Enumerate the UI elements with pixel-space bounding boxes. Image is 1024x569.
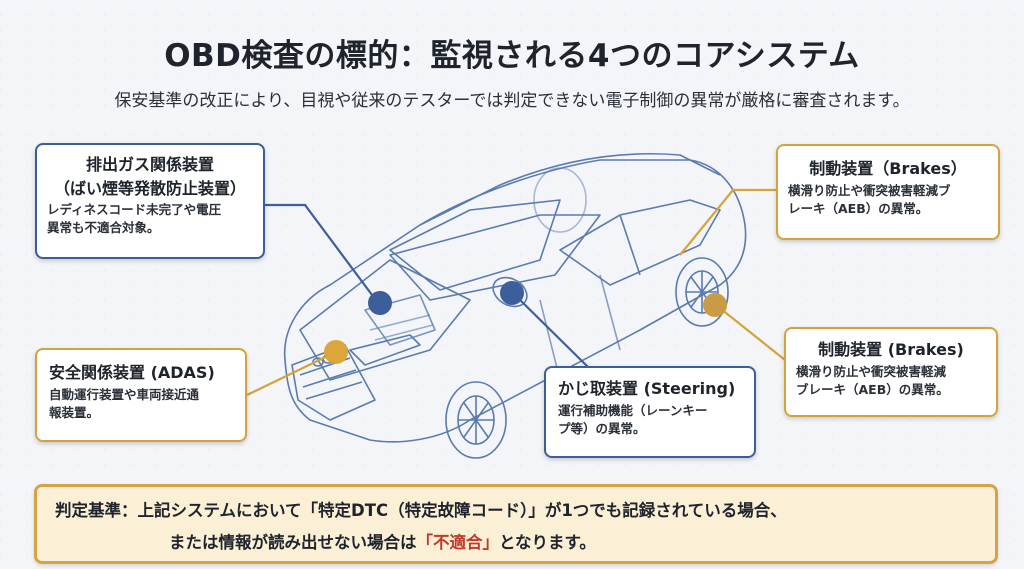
criteria-prefix: または情報が読み出せない場合は [169,533,417,552]
callout-emissions: 排出ガス関係装置 （ばい煙等発散防止装置） レディネスコード未完了や電圧 異常も… [35,143,265,259]
connector-adas [246,350,339,396]
callout-brakes-bottom: 制動装置 (Brakes) 横滑り防止や衝突被害軽減 ブレーキ（AEB）の異常。 [784,327,998,417]
criteria-line-1: 判定基準：上記システムにおいて「特定DTC（特定故障コード）」が1つでも記録され… [55,501,787,520]
page-subtitle: 保安基準の改正により、目視や従来のテスターでは判定できない電子制御の異常が厳格に… [114,91,910,111]
callout-adas: 安全関係装置 (ADAS) 自動運行装置や車両接近通 報装置。 [35,348,247,442]
callout-steering: かじ取装置 (Steering) 運行補助機能（レーンキー プ等）の異常。 [544,366,756,458]
connector-steering [515,295,590,369]
callout-title: 制動装置（Brakes） [809,159,967,178]
callout-desc: レディネスコード未完了や電圧 [47,202,222,217]
callout-brakes-top: 制動装置（Brakes） 横滑り防止や衝突被害軽減ブ レーキ（AEB）の異常。 [776,144,1000,240]
noncompliant-highlight: 「不適合」 [416,533,500,552]
callout-desc: ブレーキ（AEB）の異常。 [796,382,949,397]
callout-desc: 異常も不適合対象。 [47,220,160,235]
callout-title: かじ取装置 (Steering) [558,379,736,398]
callout-title: （ばい煙等発散防止装置） [53,179,246,198]
callout-desc: 自動運行装置や車両接近通 [49,387,200,402]
marker-emissions [368,291,392,315]
criteria-suffix: となります。 [499,533,596,552]
callout-title: 安全関係装置 (ADAS) [49,363,215,382]
marker-brakes [703,293,727,317]
callout-desc: レーキ（AEB）の異常。 [788,201,929,216]
page-title: OBD検査の標的：監視される4つのコアシステム [164,38,860,74]
judgment-criteria-box: 判定基準：上記システムにおいて「特定DTC（特定故障コード）」が1つでも記録され… [34,484,998,564]
callout-desc: プ等）の異常。 [558,421,646,436]
callout-title: 排出ガス関係装置 [85,155,214,174]
marker-adas [324,340,348,364]
callout-desc: 運行補助機能（レーンキー [558,403,708,418]
connector-brakes-top [679,188,776,256]
callout-title: 制動装置 (Brakes) [818,340,964,359]
connector-emissions [265,203,379,304]
callout-desc: 報装置。 [49,405,100,420]
callout-desc: 横滑り防止や衝突被害軽減 [796,364,947,379]
criteria-line-2: または情報が読み出せない場合は「不適合」となります。 [169,529,596,553]
connector-brakes-bottom [715,304,786,361]
marker-steering [500,281,524,305]
callout-desc: 横滑り防止や衝突被害軽減ブ [788,183,951,198]
car-outline [283,152,747,459]
